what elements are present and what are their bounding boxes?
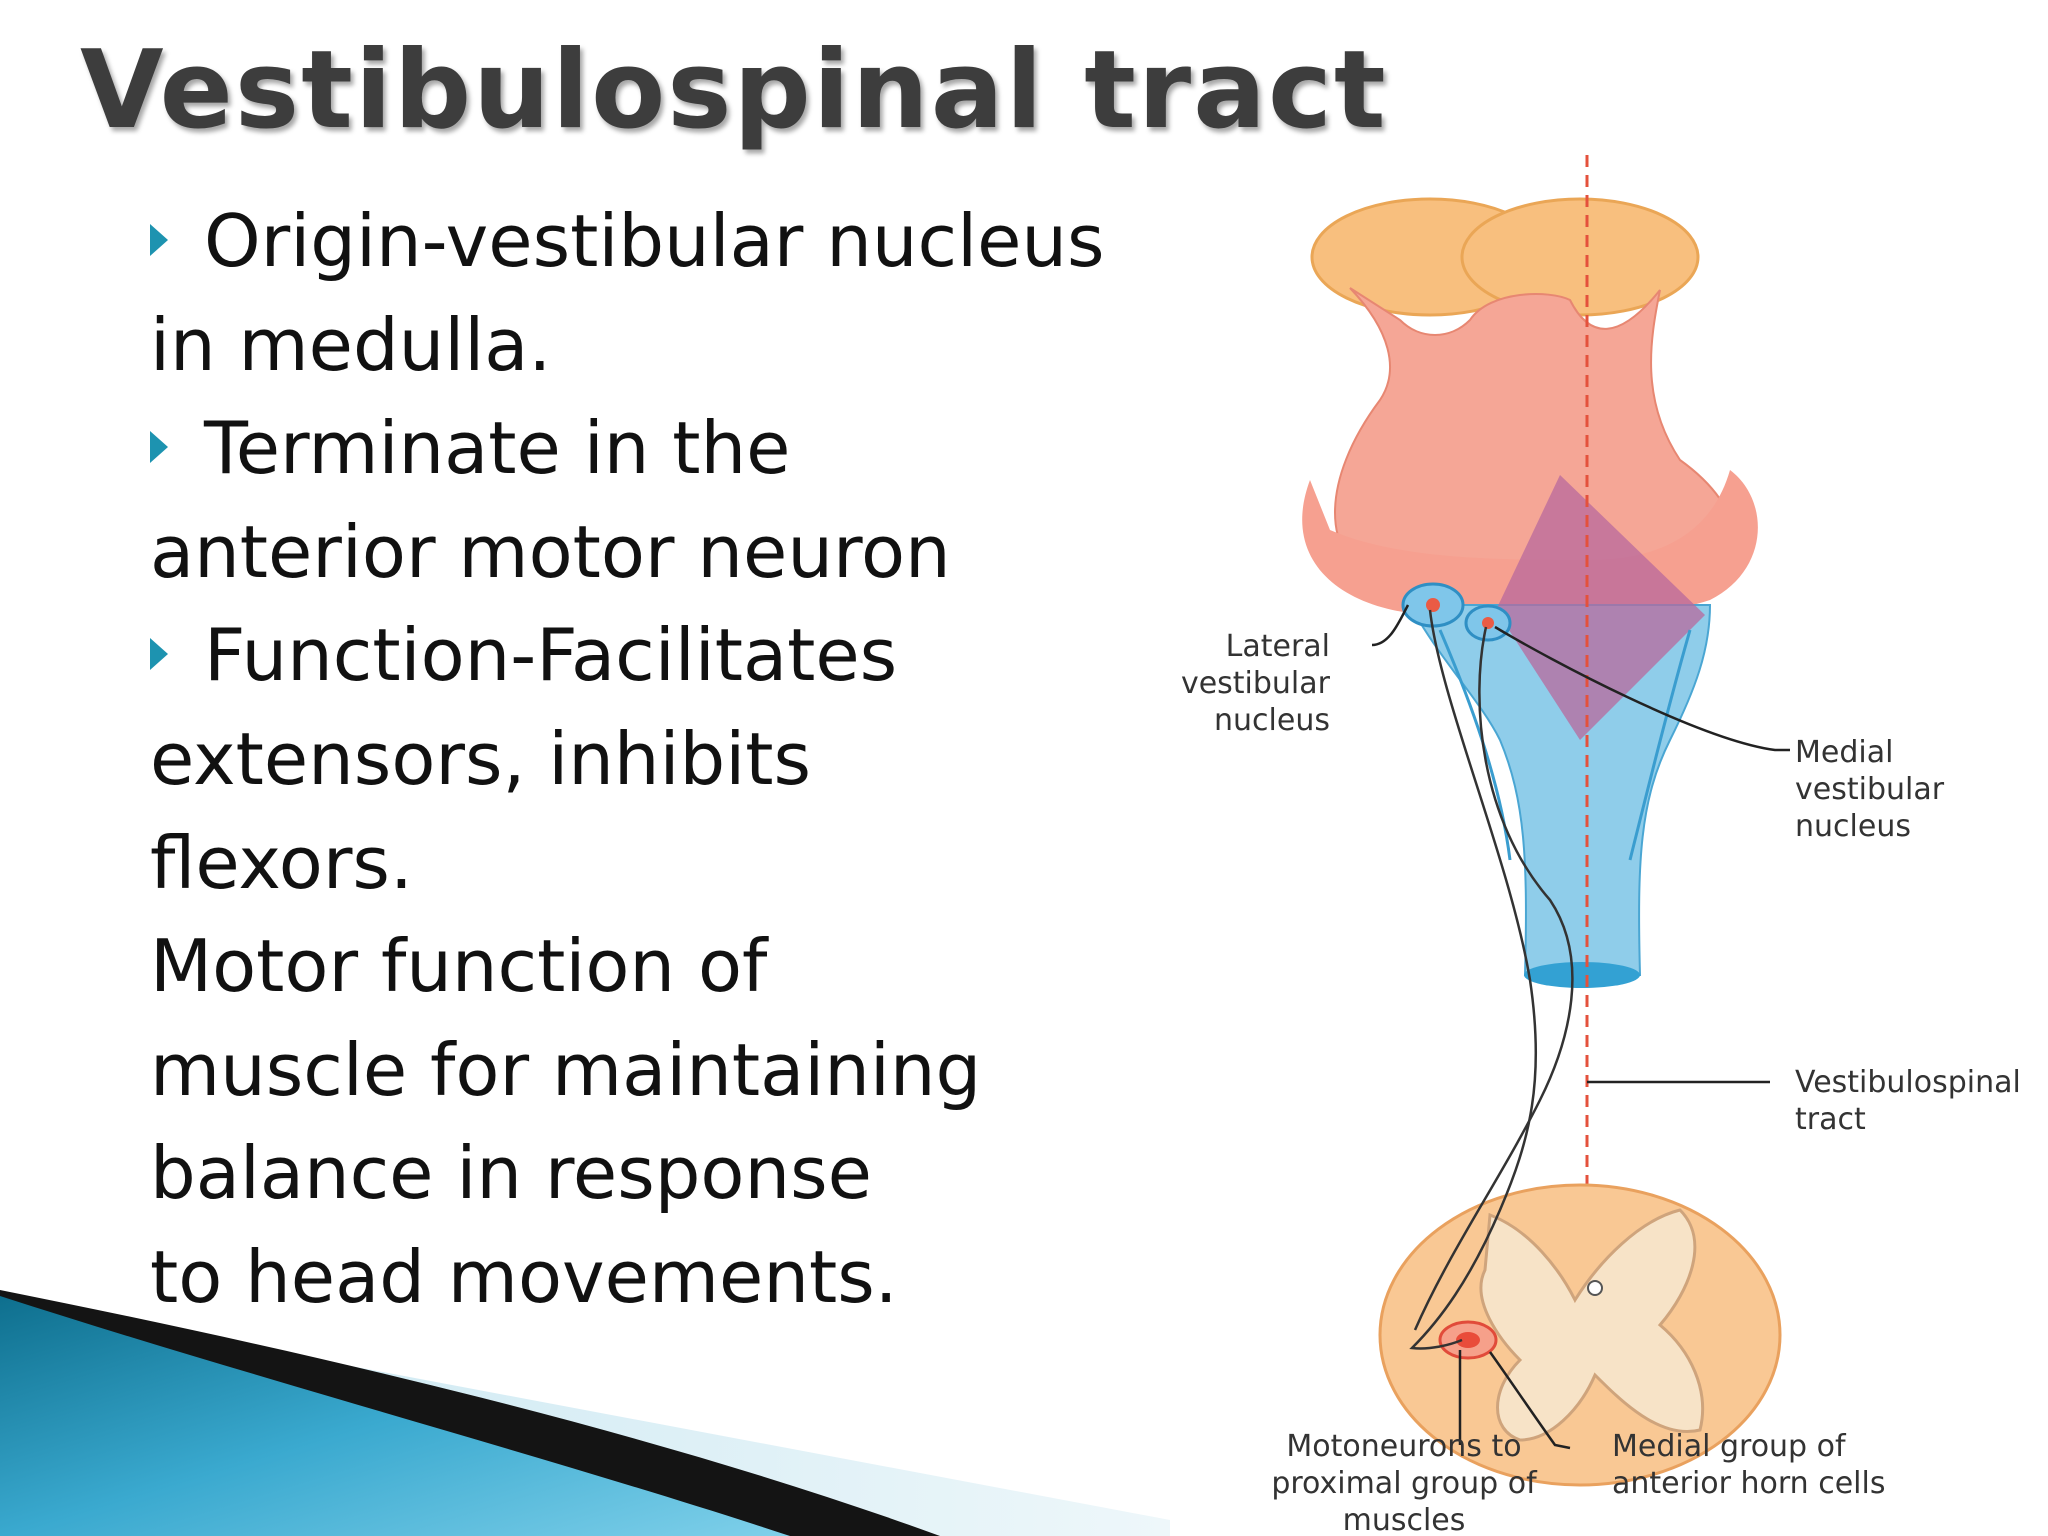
body-line: Motor function of xyxy=(150,915,1150,1019)
label-medial-line: Medial xyxy=(1795,735,1893,770)
body-line: to head movements. xyxy=(150,1226,1150,1330)
vestibulospinal-diagram: Lateral vestibular nucleus Medial vestib… xyxy=(1181,155,2021,1536)
body-line-text: Origin-vestibular nucleus xyxy=(204,199,1105,283)
body-line-text: flexors. xyxy=(150,820,413,905)
label-lateral-line: Lateral xyxy=(1226,629,1330,664)
label-motoneurons-line: proximal group of xyxy=(1271,1466,1538,1501)
body-line-text: anterior motor neuron xyxy=(150,509,951,594)
bullet-line: Function-Facilitates xyxy=(150,604,1150,708)
ventricle-diamond xyxy=(1496,475,1705,740)
body-line-text: balance in response xyxy=(150,1131,872,1216)
label-motoneurons-line: Motoneurons to xyxy=(1286,1429,1521,1464)
body-line: extensors, inhibits xyxy=(150,708,1150,812)
body-line: anterior motor neuron xyxy=(150,501,1150,605)
label-tract-line: tract xyxy=(1795,1102,1866,1137)
label-lateral-line: vestibular xyxy=(1181,666,1331,701)
body-line-text: to head movements. xyxy=(150,1234,898,1319)
body-line: flexors. xyxy=(150,812,1150,916)
bullet-line: Terminate in the xyxy=(150,397,1150,501)
body-line-text: Terminate in the xyxy=(204,406,791,491)
body-line: in medulla. xyxy=(150,294,1150,398)
body-line: muscle for maintaining xyxy=(150,1019,1150,1123)
bullet-arrow-icon xyxy=(150,224,168,256)
label-lateral-line: nucleus xyxy=(1214,703,1330,738)
bullet-line: Origin-vestibular nucleus xyxy=(150,190,1150,294)
slide-title: Vestibulospinal tract xyxy=(80,28,1388,153)
label-motoneurons: Motoneurons to proximal group of muscles xyxy=(1271,1429,1538,1536)
slide-body: Origin-vestibular nucleus in medulla. Term… xyxy=(150,190,1150,1330)
body-line-text: in medulla. xyxy=(150,302,552,387)
body-line-text: Motor function of xyxy=(150,924,768,1009)
vestibulospinal-fiber-1 xyxy=(1409,609,1538,1350)
label-medial-vestibular-nucleus: Medial vestibular nucleus xyxy=(1795,735,1945,844)
grey-matter xyxy=(1479,1208,1705,1442)
label-medial-group: Medial group of anterior horn cells xyxy=(1612,1429,1886,1501)
body-line-text: muscle for maintaining xyxy=(150,1027,982,1112)
body-line-text: extensors, inhibits xyxy=(150,716,811,801)
label-motoneurons-line: muscles xyxy=(1343,1503,1466,1536)
swoosh-blue xyxy=(0,1296,790,1536)
medulla-cut xyxy=(1524,962,1640,988)
label-medial-group-line: anterior horn cells xyxy=(1612,1466,1886,1501)
vestibulospinal-fiber-2 xyxy=(1413,626,1574,1331)
label-lateral-vestibular-nucleus: Lateral vestibular nucleus xyxy=(1181,629,1331,738)
label-vestibulospinal-tract: Vestibulospinal tract xyxy=(1795,1065,2021,1137)
leader-medial-group xyxy=(1488,1351,1571,1450)
body-line: balance in response xyxy=(150,1122,1150,1226)
bullet-arrow-icon xyxy=(150,638,168,671)
label-medial-line: vestibular xyxy=(1795,772,1945,807)
right-colliculus xyxy=(1460,197,1700,317)
label-tract-line: Vestibulospinal xyxy=(1795,1065,2021,1100)
bullet-arrow-icon xyxy=(150,431,168,464)
leader-medial xyxy=(1494,625,1790,752)
leader-lateral xyxy=(1371,604,1410,647)
body-line-text: Function-Facilitates xyxy=(204,613,898,698)
label-medial-group-line: Medial group of xyxy=(1612,1429,1847,1464)
label-medial-line: nucleus xyxy=(1795,809,1911,844)
